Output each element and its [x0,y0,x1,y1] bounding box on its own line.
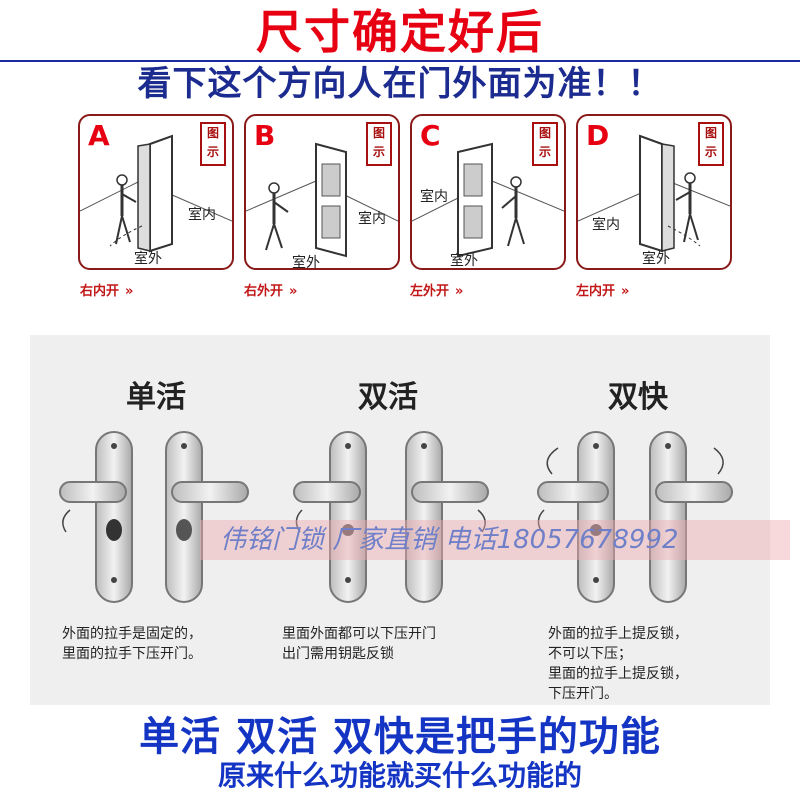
badge-text-top: 图 [538,126,551,140]
door-panel-d: D 图 示 室内 室外 [576,114,732,270]
handle-desc-single: 外面的拉手是固定的， 里面的拉手下压开门。 [62,626,202,662]
page-title: 尺寸确定好后 [256,5,544,59]
badge-text-bottom: 示 [206,145,219,159]
badge-text-bottom: 示 [538,145,551,159]
handle-title-double: 双活 [358,380,418,415]
outside-label: 室外 [450,253,478,269]
door-illustration-b [246,142,398,258]
double-chevron-right-icon: » [621,284,630,299]
handle-desc-quick: 外面的拉手上提反锁， 不可以下压； 里面的拉手上提反锁， 下压开门。 [548,626,688,702]
panel-letter: A [88,119,110,152]
badge-text-top: 图 [206,126,219,140]
inside-label: 室内 [420,189,448,205]
footer-line-2: 原来什么功能就买什么功能的 [217,759,582,792]
door-panel-a: A 图 示 室内 室外 [78,114,234,270]
door-illustration-a [80,134,232,253]
door-panel-c: C 图 示 室内 室外 [410,114,566,270]
inside-label: 室内 [592,217,620,233]
caption-text: 右外开 [244,284,284,299]
handles-illustration [59,431,733,603]
door-illustration-d [578,134,730,253]
diagram-badge: 图 示 [698,122,724,166]
outside-label: 室外 [642,251,670,267]
outside-label: 室外 [134,251,162,267]
diagram-badge: 图 示 [366,122,392,166]
handle-title-quick: 双快 [608,380,668,415]
handle-desc-double: 里面外面都可以下压开门 出门需用钥匙反锁 [282,626,436,662]
double-chevron-right-icon: » [125,284,134,299]
inside-label: 室内 [188,207,216,223]
panel-letter: C [420,119,441,152]
footer-line-1: 单活 双活 双快是把手的功能 [139,714,661,760]
caption-a: 右内开 » [80,283,134,301]
caption-c: 左外开 » [410,283,464,301]
caption-text: 左内开 [576,284,616,299]
caption-text: 左外开 [410,284,450,299]
caption-text: 右内开 [80,284,120,299]
badge-text-top: 图 [704,126,717,140]
door-panel-b: B 图 示 室内 室外 [244,114,400,270]
diagram-badge: 图 示 [532,122,558,166]
watermark-banner: 伟铭门锁 厂家直销 电话18057678992 [200,520,790,560]
double-chevron-right-icon: » [289,284,298,299]
badge-text-top: 图 [372,126,385,140]
handle-types-panel [30,335,770,705]
caption-d: 左内开 » [576,283,630,301]
page-subtitle: 看下这个方向人在门外面为准！！ [137,64,663,104]
divider [0,60,800,62]
panel-letter: D [586,119,610,152]
badge-text-bottom: 示 [704,145,717,159]
outside-label: 室外 [292,255,320,270]
door-illustration-c [412,142,564,258]
panel-letter: B [254,119,276,152]
badge-text-bottom: 示 [372,145,385,159]
caption-b: 右外开 » [244,283,298,301]
double-chevron-right-icon: » [455,284,464,299]
inside-label: 室内 [358,211,386,227]
handle-title-single: 单活 [126,380,186,415]
diagram-badge: 图 示 [200,122,226,166]
